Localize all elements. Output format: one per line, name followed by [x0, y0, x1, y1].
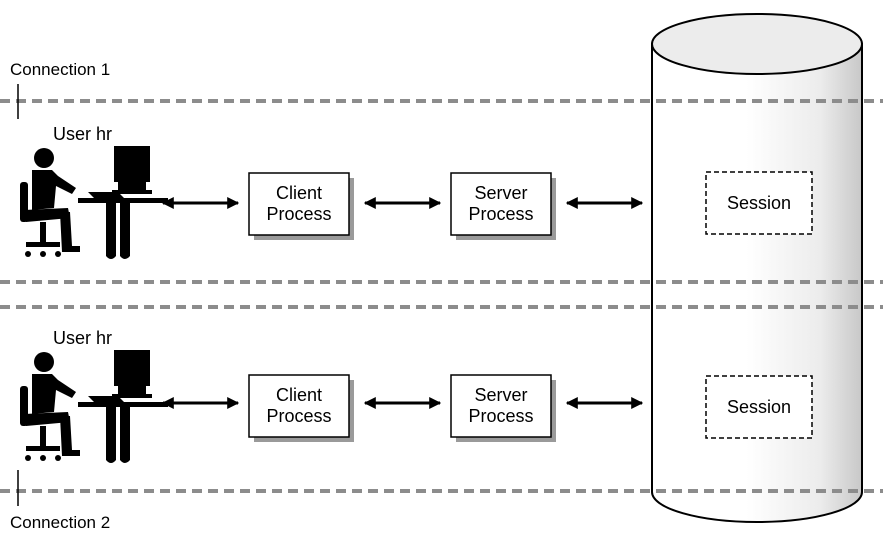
client-process-box: Client Process — [248, 374, 354, 442]
session-label: Session — [727, 193, 791, 213]
session-label: Session — [727, 397, 791, 417]
database-cylinder — [651, 13, 863, 523]
user-at-computer-icon — [20, 350, 168, 463]
user-label: User hr — [53, 328, 112, 348]
server-process-label-line1: Server — [474, 183, 527, 203]
connection-1-label: Connection 1 — [10, 60, 110, 79]
session-box: Session — [705, 375, 813, 439]
session-box: Session — [705, 171, 813, 235]
client-process-label-line2: Process — [266, 204, 331, 224]
client-process-label-line1: Client — [276, 183, 322, 203]
server-process-label-line1: Server — [474, 385, 527, 405]
server-process-label-line2: Process — [468, 204, 533, 224]
client-process-label-line1: Client — [276, 385, 322, 405]
dashed-separators — [0, 99, 883, 493]
server-process-box: Server Process — [450, 172, 556, 240]
connection-row-1: User hr Client Process Server Process Se… — [20, 124, 813, 259]
connection-row-2: User hr Client Process Server Process Se… — [20, 328, 813, 463]
client-process-box: Client Process — [248, 172, 354, 240]
user-label: User hr — [53, 124, 112, 144]
user-at-computer-icon — [20, 146, 168, 259]
client-process-label-line2: Process — [266, 406, 331, 426]
server-process-label-line2: Process — [468, 406, 533, 426]
connection-2-label: Connection 2 — [10, 513, 110, 532]
server-process-box: Server Process — [450, 374, 556, 442]
